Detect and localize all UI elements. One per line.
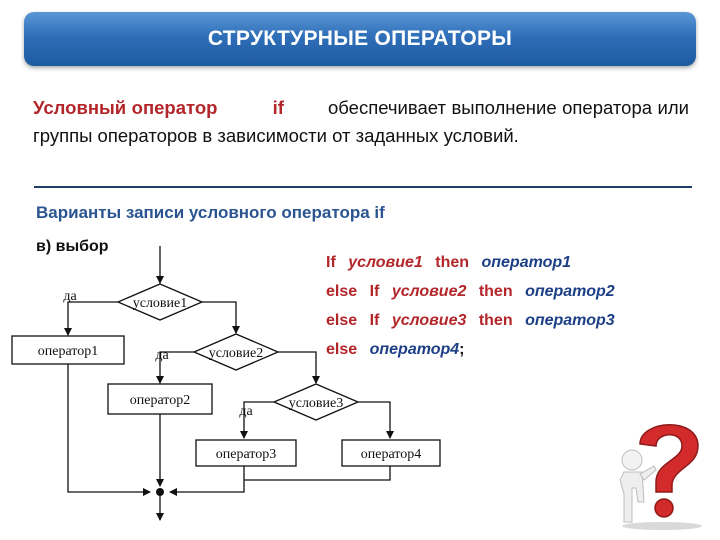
code-keyword: else <box>326 312 357 329</box>
code-keyword: else <box>326 341 357 358</box>
flow-arrow <box>278 352 316 383</box>
code-condition: условие3 <box>392 312 467 329</box>
code-keyword: then <box>479 283 513 300</box>
condition2-label: условие2 <box>209 346 264 361</box>
code-keyword: If <box>326 254 336 271</box>
flow-arrow <box>68 364 150 492</box>
code-keyword: If <box>370 283 380 300</box>
flow-arrow <box>170 466 244 492</box>
condition3-label: условие3 <box>289 396 344 411</box>
code-keyword: then <box>479 312 513 329</box>
condition1-label: условие1 <box>133 296 188 311</box>
code-condition: условие1 <box>348 254 423 271</box>
code-keyword: then <box>435 254 469 271</box>
operator2-label: оператор2 <box>130 393 191 408</box>
code-keyword: If <box>370 312 380 329</box>
code-operator: оператор3 <box>525 312 615 329</box>
code-operator: оператор1 <box>481 254 571 271</box>
flow-arrow <box>202 302 236 333</box>
flow-arrow <box>68 302 118 335</box>
yes-label-1: да <box>63 289 77 304</box>
yes-label-3: да <box>239 404 253 419</box>
operator4-label: оператор4 <box>361 447 422 462</box>
operator1-label: оператор1 <box>38 344 99 359</box>
code-line-1: If условие1 then оператор1 <box>326 248 615 277</box>
flow-line <box>244 466 390 480</box>
code-block: If условие1 then оператор1 else If услов… <box>326 248 615 364</box>
code-line-3: else If условие3 then оператор3 <box>326 306 615 335</box>
code-line-2: else If условие2 then оператор2 <box>326 277 615 306</box>
code-line-4: else оператор4; <box>326 335 615 364</box>
code-keyword: else <box>326 283 357 300</box>
code-operator: оператор4 <box>370 341 460 358</box>
code-semicolon: ; <box>459 341 464 358</box>
code-operator: оператор2 <box>525 283 615 300</box>
question-mark-figure-icon <box>610 410 714 532</box>
code-condition: условие2 <box>392 283 467 300</box>
operator3-label: оператор3 <box>216 447 277 462</box>
flow-arrow <box>358 402 390 438</box>
merge-point <box>156 488 164 496</box>
yes-label-2: да <box>155 348 169 363</box>
